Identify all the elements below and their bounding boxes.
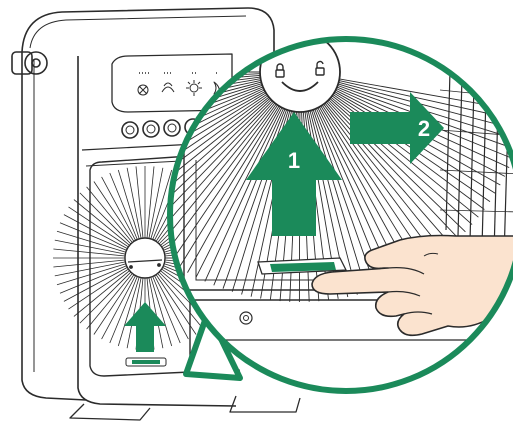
step-2-label: 2 (418, 116, 430, 141)
swing-icon (162, 73, 174, 92)
callout-magnifier: 1 2 (70, 30, 513, 410)
grille-spoke (80, 193, 131, 244)
grille-spoke (53, 249, 125, 256)
fan-speed-icon (138, 73, 149, 95)
foot-right (230, 396, 300, 412)
grille-spoke (80, 272, 131, 323)
grille-spoke (60, 223, 127, 251)
grille-spoke (136, 166, 143, 238)
grille-spoke (153, 277, 181, 344)
grille-spoke (147, 166, 154, 238)
step-1-label: 1 (288, 148, 300, 173)
side-handle (12, 52, 47, 74)
light-icon (186, 73, 202, 96)
grille-spoke (110, 173, 138, 240)
arrow-up-small (124, 302, 166, 352)
grille-spoke (60, 266, 127, 294)
foot-left (70, 404, 150, 420)
grille-spoke (53, 260, 125, 267)
grille-spoke (57, 231, 126, 252)
grille-spoke (110, 277, 138, 344)
grille-spoke (118, 170, 139, 239)
grille-spoke (57, 264, 126, 285)
